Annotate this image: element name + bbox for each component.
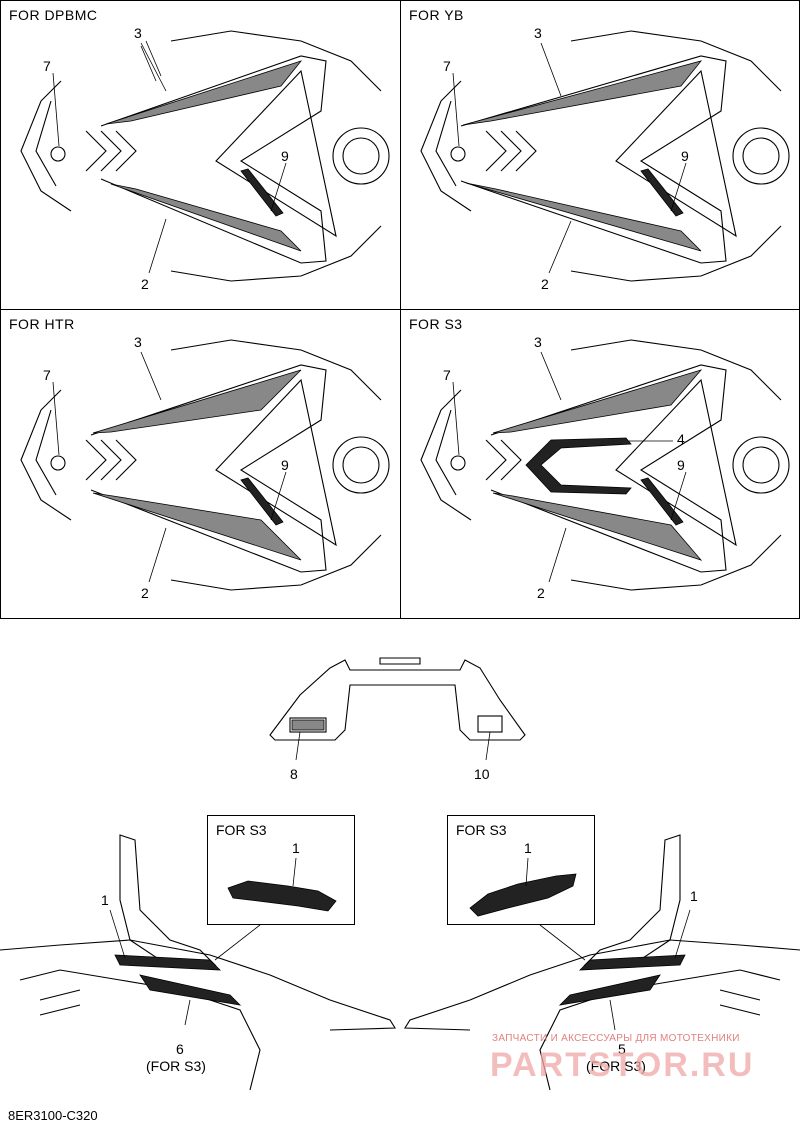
callout-9: 9 — [681, 148, 689, 164]
callout-4: 4 — [677, 431, 685, 447]
hood-top-view-yb — [420, 30, 790, 282]
decal-2 — [465, 182, 702, 252]
panel-htr: FOR HTR 3 7 9 2 — [0, 309, 401, 619]
watermark-tagline: ЗАПЧАСТИ И АКСЕССУАРЫ ДЛЯ МОТОТЕХНИКИ — [492, 1033, 740, 1044]
callout-1-right: 1 — [690, 888, 698, 904]
panel-dpbmc: FOR DPBMC 3 7 9 2 — [0, 0, 401, 310]
watermark-brand: PARTSTOR.RU — [490, 1046, 755, 1084]
callout-2: 2 — [541, 276, 549, 292]
inset-left-s3: FOR S3 1 — [207, 815, 355, 925]
callout-2: 2 — [537, 585, 545, 601]
callout-2: 2 — [141, 585, 149, 601]
decal-9 — [640, 477, 684, 526]
inset-title: FOR S3 — [216, 822, 267, 838]
hood-top-view-s3 — [420, 339, 790, 591]
callout-3: 3 — [534, 334, 542, 350]
callout-7: 7 — [443, 367, 451, 383]
panel-title: FOR S3 — [409, 316, 463, 332]
callout-2: 2 — [141, 276, 149, 292]
decal-2 — [92, 492, 302, 561]
callout-5: 5 — [618, 1041, 626, 1057]
diagram-code: 8ER3100-C320 — [8, 1108, 98, 1123]
decal-2 — [110, 183, 302, 252]
callout-3: 3 — [534, 25, 542, 41]
decal-2 — [492, 492, 703, 561]
callout-9: 9 — [281, 457, 289, 473]
panel-title: FOR HTR — [9, 316, 75, 332]
callout-7: 7 — [443, 58, 451, 74]
panel-title: FOR DPBMC — [9, 7, 98, 23]
decal-3 — [462, 60, 703, 126]
inset-title: FOR S3 — [456, 822, 507, 838]
panel-yb: FOR YB 3 7 9 2 — [400, 0, 800, 310]
decal-3 — [492, 369, 703, 434]
callout-1: 1 — [292, 840, 300, 856]
decal-4 — [525, 437, 632, 495]
side-view-right — [404, 834, 800, 1091]
decal-1-detail — [227, 857, 337, 912]
panel-s3: FOR S3 3 7 4 9 2 — [400, 309, 800, 619]
callout-1: 1 — [524, 840, 532, 856]
panel-title: FOR YB — [409, 7, 464, 23]
decal-1-detail — [469, 857, 577, 917]
decal-9 — [240, 477, 284, 526]
callout-7: 7 — [43, 58, 51, 74]
callout-5-note: (FOR S3) — [586, 1058, 646, 1074]
decal-1 — [578, 954, 686, 971]
hood-top-view-htr — [20, 339, 390, 591]
decal-5 — [558, 974, 661, 1006]
rear-panel-view — [269, 657, 526, 761]
label-8 — [291, 719, 325, 731]
decal-9 — [640, 168, 684, 217]
inset-right-s3: FOR S3 1 — [447, 815, 595, 925]
decal-9 — [240, 168, 284, 217]
callout-9: 9 — [677, 457, 685, 473]
decal-1 — [114, 954, 222, 971]
callout-8: 8 — [290, 766, 298, 782]
hood-top-view-dpbmc — [20, 30, 390, 282]
callout-1-left: 1 — [101, 892, 109, 908]
callout-3: 3 — [134, 25, 142, 41]
callout-3: 3 — [134, 334, 142, 350]
decal-6 — [139, 974, 242, 1006]
side-view-left — [0, 834, 396, 1091]
callout-9: 9 — [281, 148, 289, 164]
callout-7: 7 — [43, 367, 51, 383]
decal-3 — [105, 60, 303, 125]
decal-3 — [92, 369, 302, 434]
callout-10: 10 — [474, 766, 490, 782]
callout-6: 6 — [176, 1041, 184, 1057]
callout-6-note: (FOR S3) — [146, 1058, 206, 1074]
